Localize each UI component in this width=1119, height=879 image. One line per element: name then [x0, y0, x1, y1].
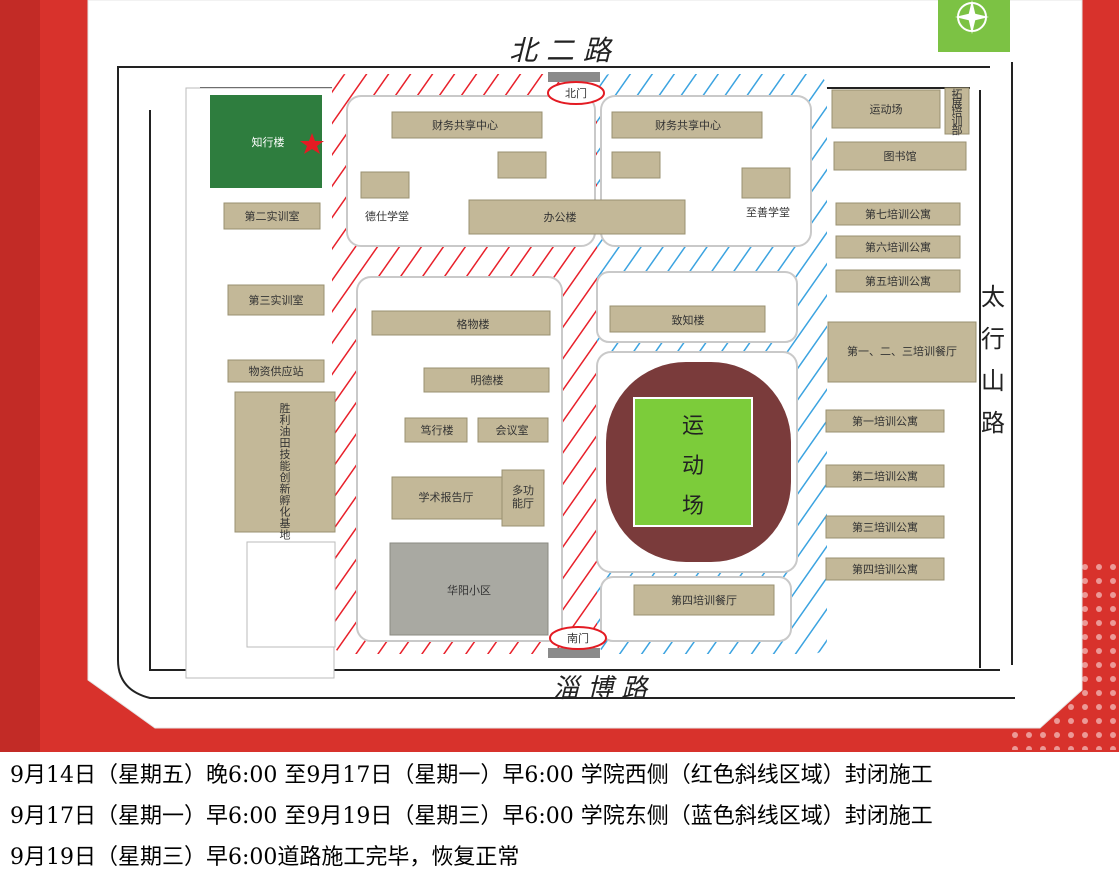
deshi-label: 德仕学堂 [365, 209, 409, 223]
office-label: 办公楼 [544, 210, 577, 224]
zhixing-label: 知行楼 [252, 135, 285, 149]
tuozhan-label-4: 训 [952, 115, 963, 128]
east-road-label-3: 山 [981, 367, 1005, 395]
north-gate-ring [547, 81, 605, 105]
training2-label: 第二实训室 [245, 209, 300, 223]
multi-hall-label-1: 多功 [512, 483, 534, 497]
south-gate-ring [549, 626, 607, 650]
map-photo: 北 二 路 淄 博 路 太 行 山 路 北门 南门 知行楼 第二实训室 第三实训… [0, 0, 1119, 752]
duxing-label: 笃行楼 [421, 423, 454, 437]
block-ne-wing [611, 151, 661, 179]
apt4-building [825, 557, 945, 581]
gewu-label: 格物楼 [457, 317, 490, 331]
sports-label: 运动场 [870, 102, 903, 116]
block-nw-wing [497, 151, 547, 179]
duxing-building [404, 417, 468, 443]
south-road-label: 淄 博 路 [553, 674, 650, 704]
apt4-label: 第四培训公寓 [852, 562, 918, 576]
compass-rose-icon [938, 0, 1010, 52]
apt5-label: 第五培训公寓 [865, 274, 931, 288]
apt3-label: 第三培训公寓 [852, 520, 918, 534]
sports-building [831, 89, 941, 129]
meeting-building [477, 417, 549, 443]
apt1-building [825, 409, 945, 433]
outer-road [117, 66, 1015, 699]
mingde-label: 明德楼 [471, 373, 504, 387]
zhizhi-label: 致知楼 [672, 313, 705, 327]
mingde-building [423, 367, 550, 393]
north-gate-post [548, 72, 600, 82]
supply-label: 物资供应站 [249, 364, 304, 378]
huayang-building [389, 542, 549, 636]
apt5-building [835, 269, 961, 293]
library-building [833, 141, 967, 171]
training3-building [227, 284, 325, 316]
apt1-label: 第一培训公寓 [852, 414, 918, 428]
field-label-1: 运 [682, 414, 704, 439]
finance-w-building [391, 111, 543, 139]
apt6-building [835, 235, 961, 259]
finance-e-building [611, 111, 763, 139]
canteen123-label: 第一、二、三培训餐厅 [847, 344, 957, 358]
finance-w-label: 财务共享中心 [432, 118, 498, 132]
meeting-label: 会议室 [496, 423, 529, 437]
closure-notice: 9月14日（星期五）晚6:00 至9月17日（星期一）早6:00 学院西侧（红色… [0, 752, 1119, 879]
zhishan-building [741, 167, 791, 199]
tuozhan-label-2: 展 [952, 97, 963, 110]
training3-label: 第三实训室 [249, 293, 304, 307]
red-star-icon [300, 133, 324, 154]
campus-map: 北 二 路 淄 博 路 太 行 山 路 北门 南门 知行楼 第二实训室 第三实训… [0, 0, 1119, 752]
left-shadow [0, 0, 40, 752]
apt2-building [825, 464, 945, 488]
field-label-2: 动 [682, 454, 704, 479]
apt2-label: 第二培训公寓 [852, 469, 918, 483]
multi-hall-building [501, 469, 545, 527]
tuozhan-building [944, 87, 970, 135]
field-label-3: 场 [682, 494, 704, 519]
notice-line-1: 9月14日（星期五）晚6:00 至9月17日（星期一）早6:00 学院西侧（红色… [10, 763, 933, 788]
canteen123-building [827, 321, 977, 383]
apt6-label: 第六培训公寓 [865, 240, 931, 254]
huayang-label: 华阳小区 [447, 583, 491, 597]
tuozhan-label-1: 拓 [952, 87, 963, 101]
east-road-label-4: 路 [981, 409, 1005, 437]
supply-building [227, 359, 325, 383]
north-road-label: 北 二 路 [509, 34, 613, 67]
north-gate-label: 北门 [565, 86, 587, 100]
zhizhi-building [609, 305, 766, 333]
notice-line-3: 9月19日（星期三）早6:00道路施工完毕，恢复正常 [10, 845, 520, 870]
south-gate-post [548, 648, 600, 658]
tuozhan-label-5: 部 [952, 123, 963, 137]
apt7-building [835, 202, 961, 226]
east-road-label-2: 行 [981, 325, 1005, 353]
empty-lot [246, 541, 336, 648]
canteen4-building [633, 584, 775, 616]
incubator-building [234, 391, 336, 533]
academic-hall-building [391, 476, 503, 520]
multi-hall-label-2: 能厅 [512, 496, 534, 510]
field [633, 397, 753, 527]
canteen4-label: 第四培训餐厅 [671, 593, 737, 607]
deshi-building [360, 171, 410, 199]
finance-e-label: 财务共享中心 [655, 118, 721, 132]
apt7-label: 第七培训公寓 [865, 207, 931, 221]
training2-building [223, 202, 321, 230]
notice-line-2: 9月17日（星期一）早6:00 至9月19日（星期三）早6:00 学院东侧（蓝色… [10, 804, 933, 829]
office-building [468, 199, 686, 235]
gewu-building [371, 310, 551, 336]
incubator-label: 胜利油田技能创新孵化基地 [280, 401, 291, 542]
apt3-building [825, 515, 945, 539]
south-gate-label: 南门 [567, 631, 589, 645]
zhishan-label: 至善学堂 [746, 205, 790, 219]
tuozhan-label-3: 培 [952, 105, 963, 119]
east-road-label-1: 太 [981, 283, 1005, 311]
library-label: 图书馆 [884, 149, 917, 163]
academic-hall-label: 学术报告厅 [419, 490, 474, 504]
